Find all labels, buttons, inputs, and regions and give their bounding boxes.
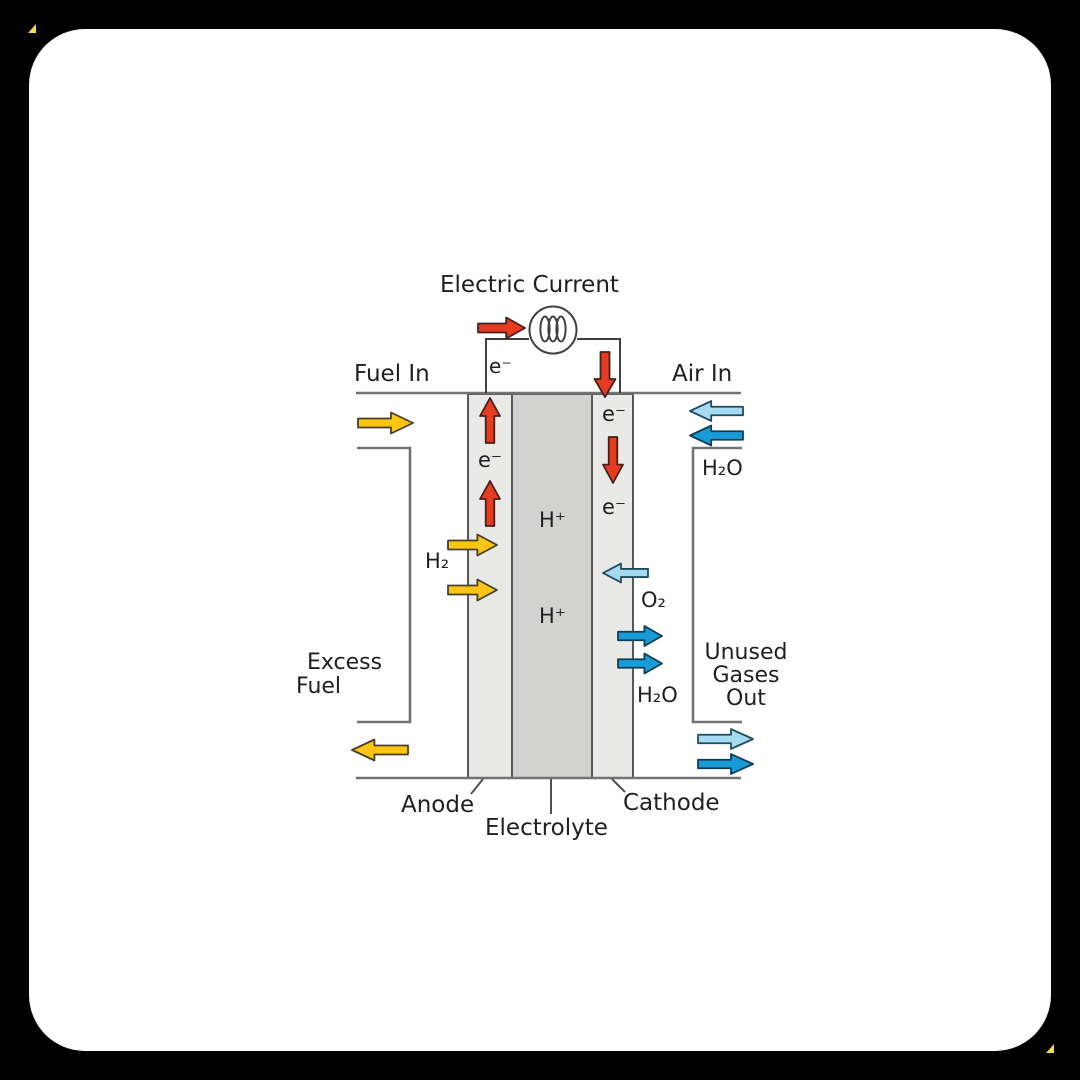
- anode-leader-line: [470, 778, 484, 795]
- diagram-title: Electric Current: [440, 272, 619, 298]
- electrolyte-layer: [511, 393, 593, 779]
- proton-label-1: H⁺: [539, 508, 566, 532]
- load-coil-icon: [528, 305, 578, 355]
- unused-gas-arrow-light: [697, 728, 754, 750]
- electron-label-circuit: e⁻: [489, 354, 512, 378]
- water-label-mid: H₂O: [637, 683, 678, 707]
- anode-label: Anode: [401, 792, 475, 818]
- left-channel-bracket: [357, 446, 412, 724]
- unused-gases-line1: Unused: [704, 640, 788, 665]
- unused-gas-arrow-dark: [697, 753, 754, 775]
- air-in-arrow-light: [689, 400, 744, 422]
- excess-fuel-label-line2: Fuel: [296, 674, 342, 699]
- fuel-in-arrow: [357, 411, 414, 435]
- excess-fuel-arrow-out: [350, 738, 410, 762]
- electron-label-anode: e⁻: [478, 448, 503, 472]
- unused-gases-label: Unused Gases Out: [697, 641, 795, 710]
- corner-artifact-bottom-right: [1046, 1044, 1054, 1053]
- corner-artifact-top-left: [28, 24, 36, 33]
- oxygen-label: O₂: [641, 588, 666, 612]
- electron-label-cathode-2: e⁻: [602, 495, 627, 519]
- cathode-leader-line: [611, 778, 626, 793]
- air-in-arrow-dark: [689, 424, 744, 447]
- current-arrow-right: [477, 316, 526, 340]
- electron-arrow-down-circuit: [593, 351, 617, 398]
- unused-gases-line2: Gases: [712, 663, 780, 689]
- fuel-in-label: Fuel In: [354, 361, 430, 387]
- electrolyte-label: Electrolyte: [485, 815, 608, 841]
- air-in-label: Air In: [672, 361, 733, 387]
- proton-label-2: H⁺: [539, 604, 566, 628]
- right-channel-bracket: [691, 446, 742, 724]
- hydrogen-label: H₂: [425, 549, 450, 573]
- unused-gases-line3: Out: [726, 686, 766, 712]
- electron-label-cathode-1: e⁻: [602, 402, 627, 426]
- excess-fuel-label-line1: Excess: [307, 650, 383, 675]
- circuit-wire-left: [485, 338, 529, 393]
- water-label-top-right: H₂O: [702, 456, 743, 480]
- cathode-label: Cathode: [623, 790, 720, 816]
- circuit-wire-right: [577, 338, 621, 393]
